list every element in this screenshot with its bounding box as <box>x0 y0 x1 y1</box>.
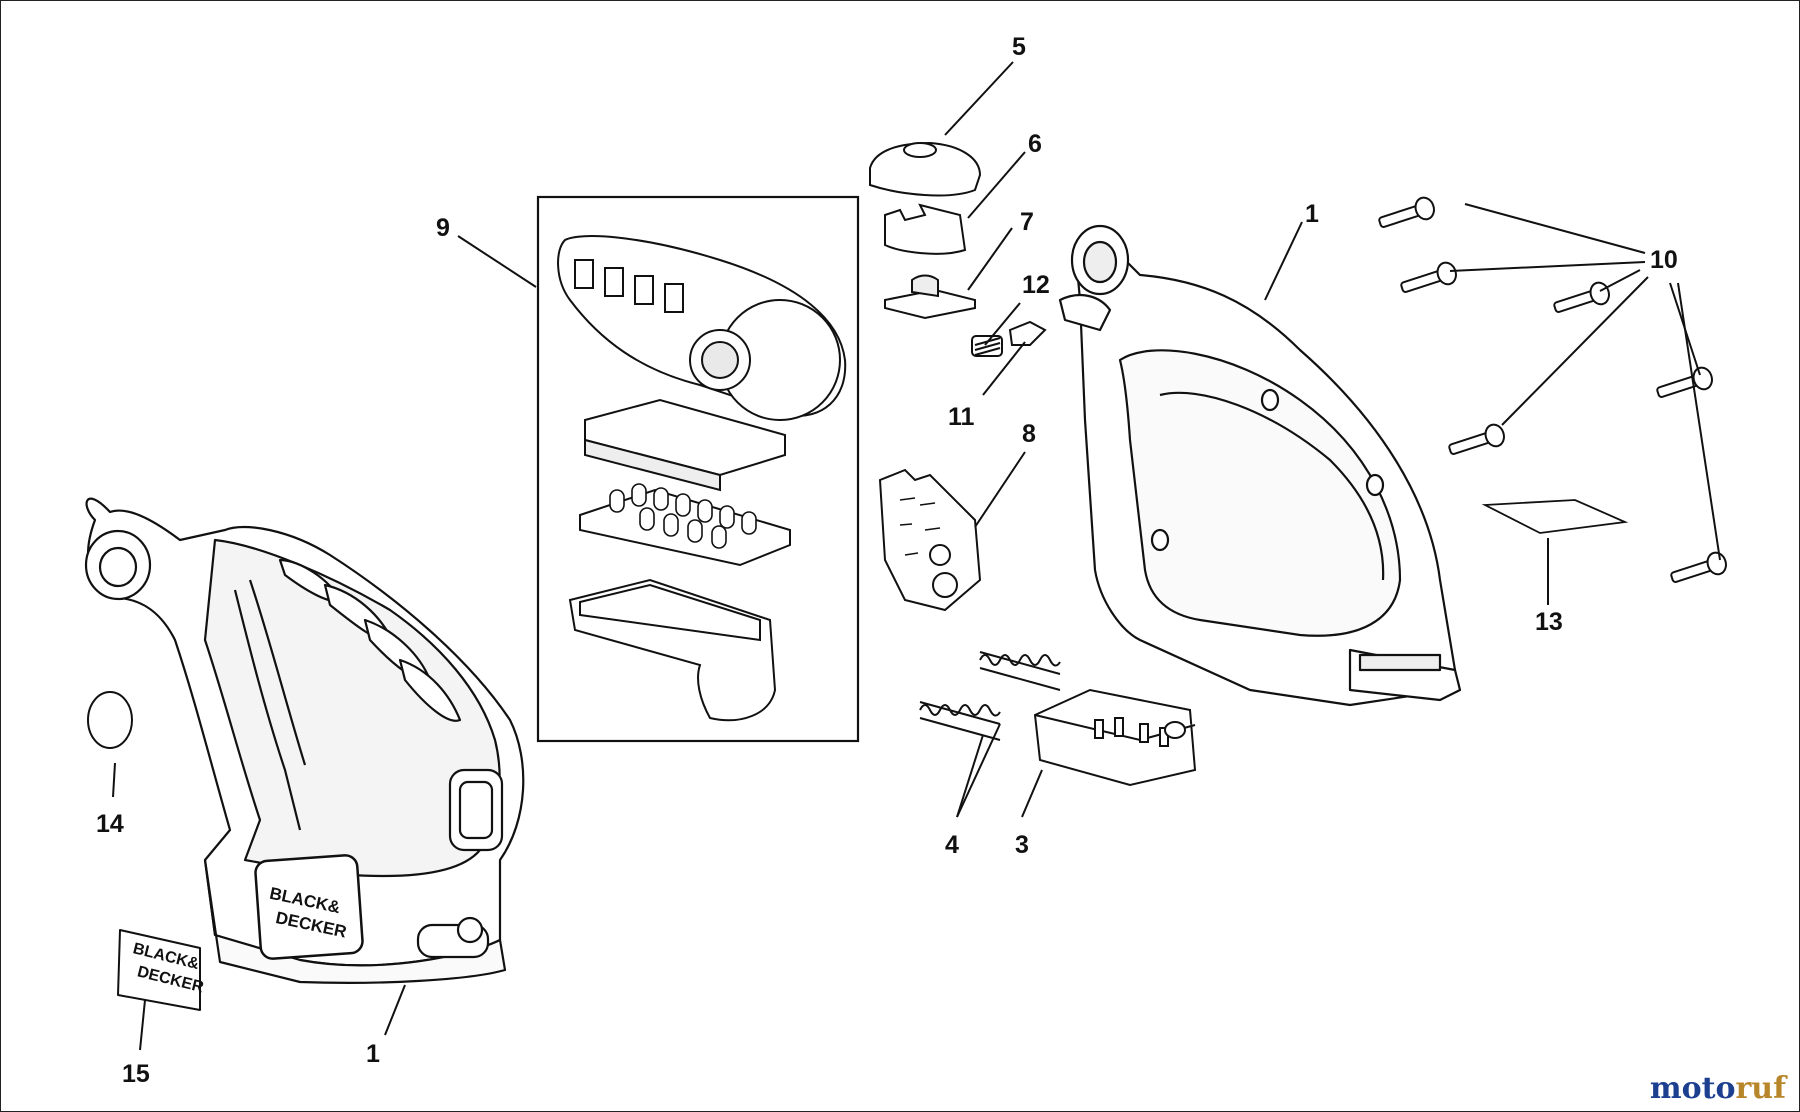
brand-badge-on-housing: BLACK& DECKER <box>254 854 364 960</box>
callout-8: 8 <box>1022 420 1036 448</box>
callout-numbers: 1 1 3 4 5 6 7 8 9 10 11 12 13 14 15 <box>96 33 1678 1088</box>
callout-11: 11 <box>948 403 975 431</box>
watermark-part1: moto <box>1649 1071 1736 1106</box>
callout-14: 14 <box>96 810 124 838</box>
left-housing-half <box>84 497 525 984</box>
circuit-plate-part <box>878 468 982 612</box>
round-label-part <box>87 691 133 749</box>
contact-block-part <box>1033 688 1197 787</box>
right-housing-half <box>1058 224 1462 707</box>
battery-assembly-box <box>536 195 860 743</box>
callout-15: 15 <box>122 1060 150 1088</box>
callout-1-right: 1 <box>1305 200 1319 228</box>
callout-7: 7 <box>1020 208 1034 236</box>
watermark-logo: motoruf <box>1650 1071 1786 1106</box>
brand-plate-part: BLACK& DECKER <box>117 929 206 1011</box>
small-spring-and-cone <box>971 320 1047 357</box>
callout-6: 6 <box>1028 130 1042 158</box>
label-sheet-part <box>1481 499 1629 534</box>
watermark-part2: ruf <box>1735 1071 1786 1106</box>
leader-lines <box>112 61 1721 1051</box>
callout-5: 5 <box>1012 33 1026 61</box>
callout-10: 10 <box>1650 246 1678 274</box>
callout-13: 13 <box>1535 608 1563 636</box>
callout-9: 9 <box>436 214 450 242</box>
springs-part <box>919 651 1061 741</box>
callout-1-left: 1 <box>366 1040 380 1068</box>
callout-12: 12 <box>1022 271 1050 299</box>
callout-4: 4 <box>945 831 959 859</box>
switch-parts <box>869 141 982 320</box>
callout-3: 3 <box>1015 831 1029 859</box>
